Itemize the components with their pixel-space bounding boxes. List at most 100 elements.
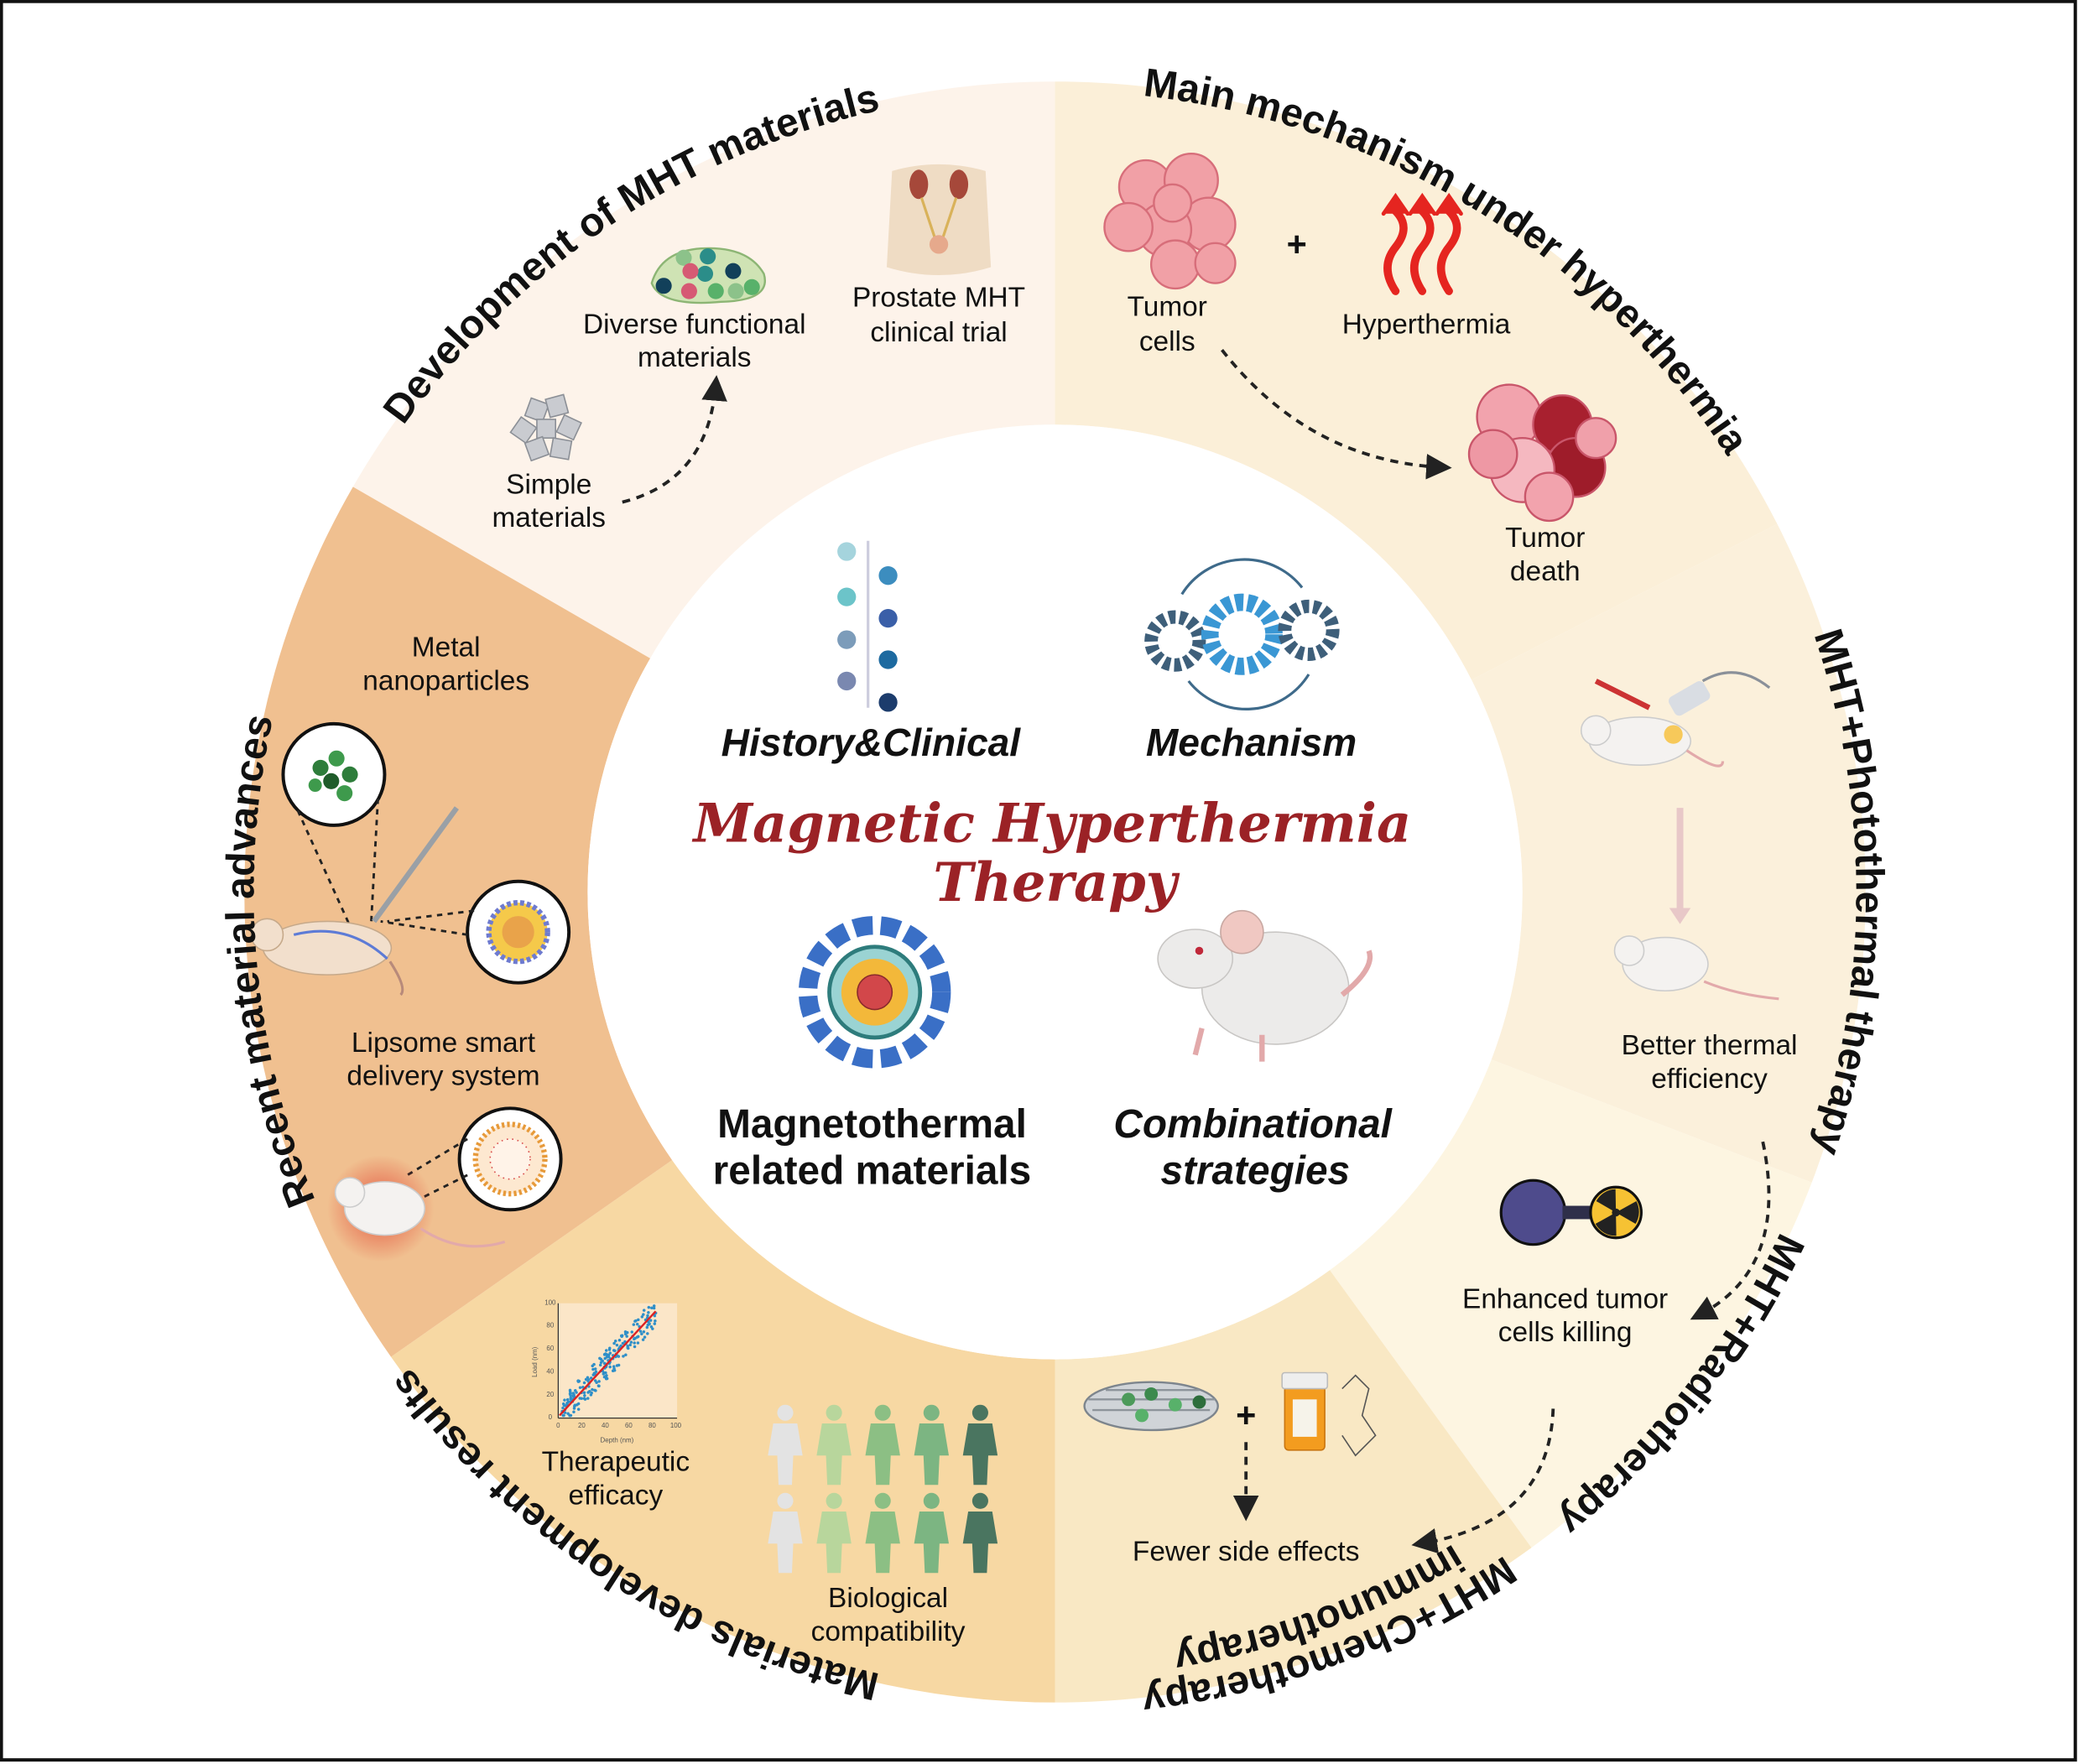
nanoparticle-icon (798, 916, 951, 1069)
inset-point (598, 1356, 602, 1361)
diverse-materials-illustration (650, 247, 766, 304)
inset-point (605, 1374, 608, 1377)
inset-point (647, 1310, 650, 1314)
inset-point (582, 1381, 586, 1385)
inset-point (641, 1338, 645, 1341)
inset-point (625, 1335, 628, 1338)
inset-point (594, 1389, 597, 1392)
inset-point (633, 1337, 636, 1341)
labels: Diverse functional materials Prostate MH… (346, 225, 1797, 1647)
segment-development (352, 81, 1055, 658)
inset-point (625, 1330, 629, 1335)
inset-point (605, 1376, 609, 1381)
label-fewer-side-effects: Fewer side effects (1133, 1536, 1359, 1567)
inset-point (649, 1325, 654, 1329)
inset-point (593, 1367, 597, 1371)
segment-recent-advances (244, 487, 673, 1357)
inset-point (578, 1386, 582, 1390)
np-callout (466, 879, 571, 985)
inset-point (561, 1402, 565, 1406)
label-diverse-2: materials (638, 342, 752, 373)
inset-point (621, 1341, 625, 1345)
label-prostate-2: clinical trial (870, 317, 1007, 348)
inset-ylabel: Load (nm) (531, 1346, 539, 1377)
inset-point (583, 1393, 586, 1397)
inset-point (640, 1315, 644, 1319)
inset-y-tick: 100 (544, 1298, 556, 1306)
mesh-carrier-illustration (1083, 1381, 1219, 1432)
label-biological-2: compatibility (811, 1616, 966, 1647)
human-figure (962, 1492, 998, 1574)
inset-x-tick: 0 (556, 1422, 560, 1429)
center-texts: History&Clinical Mechanism Magnetic Hype… (692, 721, 1412, 1193)
label-enhanced-2: cells killing (1498, 1317, 1633, 1348)
inset-y-tick: 40 (546, 1367, 554, 1375)
inset-point (642, 1309, 646, 1312)
inset-y-tick: 20 (546, 1391, 554, 1398)
label-enhanced-1: Enhanced tumor (1462, 1283, 1668, 1314)
inset-point (586, 1391, 590, 1394)
inset-point (592, 1371, 596, 1375)
label-diverse-1: Diverse functional (583, 309, 806, 340)
inset-point (607, 1348, 612, 1351)
inset-point (617, 1339, 622, 1342)
scatter-inset-chart: Depth (nm) Load (nm) 0020204040606080801… (531, 1298, 682, 1444)
inset-point (580, 1397, 584, 1400)
inset-point (565, 1397, 570, 1402)
plus-sign: + (1287, 225, 1307, 263)
inset-point (608, 1365, 612, 1369)
gears-icon (1144, 558, 1340, 710)
inset-point (571, 1394, 575, 1397)
inset-x-tick: 20 (578, 1422, 586, 1429)
human-figure (768, 1404, 803, 1486)
human-figure (865, 1404, 900, 1486)
inset-trend-line (559, 1310, 657, 1417)
heading-materials-1: Magnetothermal (717, 1102, 1027, 1147)
inset-point (573, 1403, 577, 1407)
main-title-line1: Magnetic Hyperthermia (692, 793, 1412, 856)
hyperthermia-icon (1381, 192, 1463, 295)
inset-point (563, 1398, 566, 1402)
heading-combination-2: strategies (1161, 1149, 1351, 1194)
arrow-head (1669, 908, 1691, 924)
inset-point (601, 1359, 604, 1363)
arrow-to-enhanced (1690, 1141, 1771, 1320)
inset-point (628, 1343, 632, 1347)
main-title-line2: Therapy (933, 851, 1180, 914)
inset-point (615, 1364, 619, 1367)
segment-chemo-immuno (1055, 1270, 1532, 1703)
heading-history: History&Clinical (721, 721, 1022, 764)
inset-point (575, 1391, 578, 1394)
inset-point (598, 1363, 602, 1367)
mouse-treated-illustration (1613, 935, 1779, 1001)
mouse-glow-illustration (327, 1155, 506, 1262)
inset-point (635, 1335, 639, 1339)
ring-segments (244, 81, 1866, 1703)
label-tumor-death-1: Tumor (1505, 523, 1585, 554)
heading-mechanism: Mechanism (1146, 721, 1357, 764)
inset-point (629, 1340, 633, 1344)
inset-x-tick: 40 (602, 1422, 609, 1429)
syringe-icon (372, 806, 459, 924)
inset-point (589, 1376, 593, 1380)
simple-materials-illustration (509, 393, 582, 462)
inset-point (562, 1413, 565, 1418)
inset-point (653, 1322, 657, 1325)
inset-point (642, 1313, 645, 1316)
inset-point (626, 1346, 630, 1350)
inset-point (561, 1406, 565, 1410)
human-figures (768, 1404, 998, 1574)
inset-point (612, 1349, 616, 1352)
human-figure (962, 1404, 998, 1486)
inset-point (637, 1318, 640, 1322)
inset-point (602, 1361, 607, 1366)
inset-point (587, 1378, 591, 1382)
inset-point (633, 1341, 636, 1345)
inset-point (566, 1412, 570, 1415)
inset-point (643, 1335, 647, 1339)
inset-point (650, 1306, 654, 1309)
label-hyperthermia: Hyperthermia (1342, 309, 1511, 340)
molecule-icon (1341, 1374, 1377, 1457)
segment-radiotherapy (1330, 1059, 1812, 1548)
